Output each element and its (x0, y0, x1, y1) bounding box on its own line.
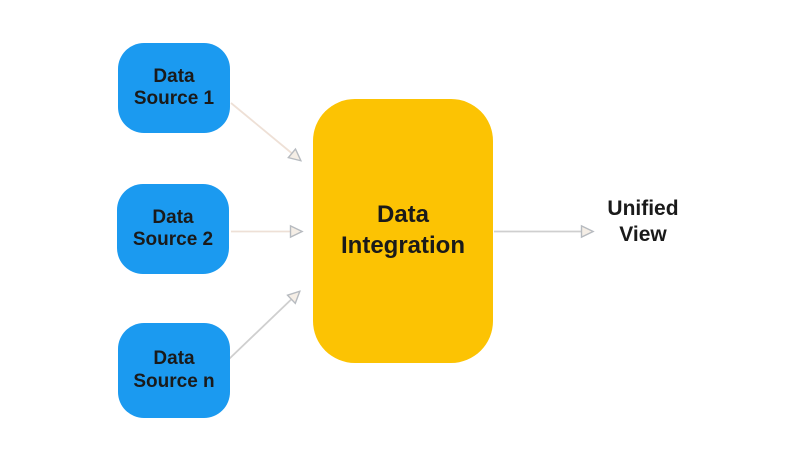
node-data-source-n-label: Data Source n (133, 348, 215, 392)
node-data-integration: Data Integration (313, 99, 493, 363)
node-data-integration-label: Data Integration (341, 201, 465, 259)
unified-view-label: Unified View (607, 197, 679, 247)
edge-sourcen-to-hub (227, 292, 299, 361)
node-data-source-2: Data Source 2 (117, 184, 229, 274)
node-data-source-n: Data Source n (118, 323, 230, 418)
node-data-source-1: Data Source 1 (118, 43, 230, 133)
edge-source1-to-hub (230, 102, 300, 160)
node-data-source-1-label: Data Source 1 (133, 65, 215, 109)
node-data-source-2-label: Data Source 2 (132, 206, 214, 250)
